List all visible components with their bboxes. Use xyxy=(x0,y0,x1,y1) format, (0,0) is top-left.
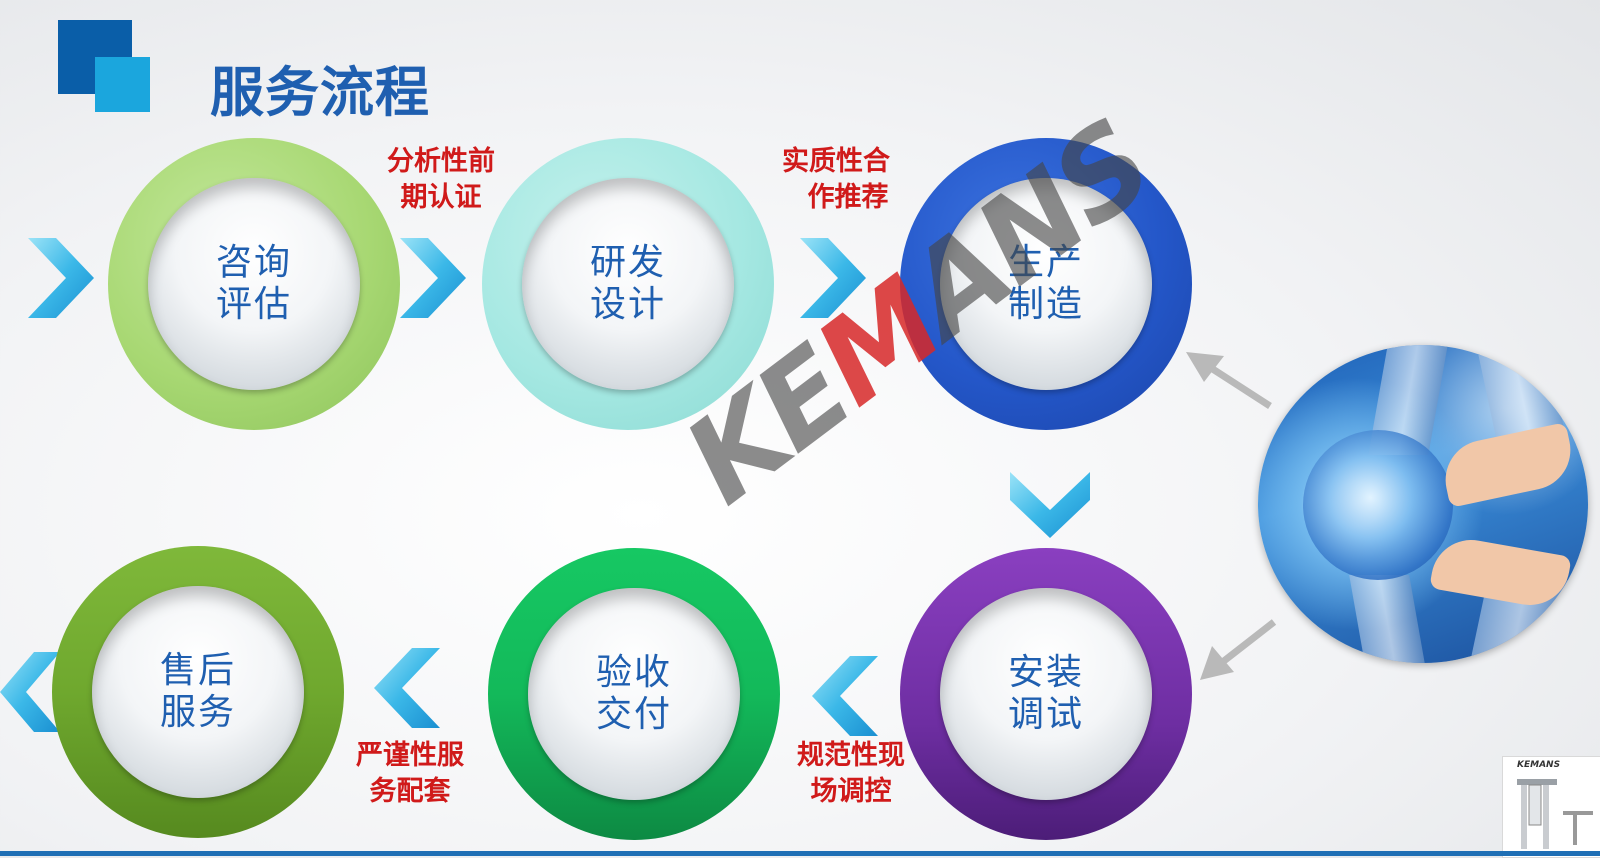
step-circle-consult: 咨询 评估 xyxy=(108,138,400,430)
note-recommendation: 实质性合 作推荐 xyxy=(782,146,890,213)
arrow-down-left-icon xyxy=(1200,619,1277,680)
note-service-support: 严谨性服 务配套 xyxy=(356,740,464,807)
arrow-up-left-icon xyxy=(1186,352,1272,409)
note-analysis: 分析性前 期认证 xyxy=(387,146,495,213)
step-label: 验收 交付 xyxy=(595,652,672,735)
globe-hands-image xyxy=(1258,345,1588,663)
step-label: 售后 服务 xyxy=(159,650,236,733)
step-circle-manufacture: 生产 制造 xyxy=(900,138,1192,430)
chevron-left-icon xyxy=(0,652,60,732)
chevron-down-icon xyxy=(1010,472,1090,538)
step-label: 咨询 评估 xyxy=(215,242,292,325)
chevron-left-icon xyxy=(812,656,878,736)
chevron-right-icon xyxy=(800,238,866,318)
chevron-right-icon xyxy=(400,238,466,318)
note-onsite-control: 规范性现 场调控 xyxy=(797,740,905,807)
bottom-border xyxy=(0,851,1600,856)
step-circle-design: 研发 设计 xyxy=(482,138,774,430)
page-title: 服务流程 xyxy=(210,61,430,124)
chevron-right-icon xyxy=(28,238,94,318)
chevron-left-icon xyxy=(374,648,440,728)
logo-square-light xyxy=(95,57,150,112)
step-label: 生产 制造 xyxy=(1007,242,1084,325)
step-circle-install: 安装 调试 xyxy=(900,548,1192,840)
step-label: 研发 设计 xyxy=(589,242,666,325)
robot-arm-icon xyxy=(1517,779,1593,849)
step-circle-acceptance: 验收 交付 xyxy=(488,548,780,840)
product-thumbnail: KEMANS xyxy=(1502,756,1600,858)
step-circle-aftersales: 售后 服务 xyxy=(52,546,344,838)
step-label: 安装 调试 xyxy=(1007,652,1084,735)
